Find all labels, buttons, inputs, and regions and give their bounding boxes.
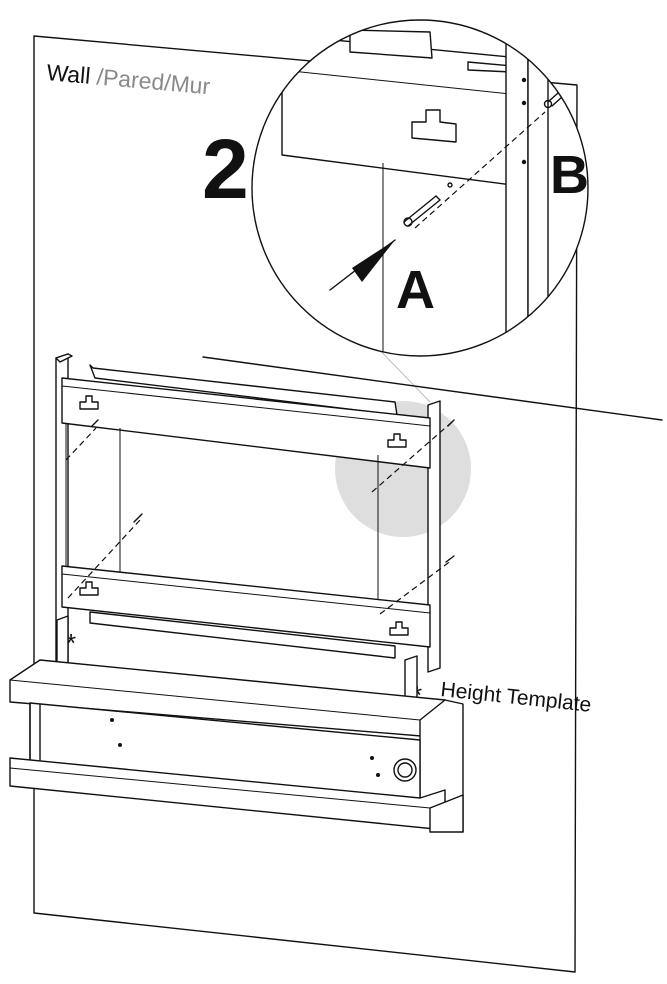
screw-guide-line (379, 559, 453, 615)
wall-reference-line (202, 356, 663, 421)
shelf-bottom-right (429, 794, 464, 833)
drain-hole (393, 758, 417, 782)
step-number: 2 (202, 122, 249, 216)
keyhole-bracket-icon (389, 621, 409, 636)
keyhole-bracket-icon (79, 581, 99, 596)
left-post-face (55, 353, 73, 363)
anchor-screw-icon (403, 195, 441, 227)
callout-a: A (396, 260, 435, 320)
frame-inner-edges (65, 423, 379, 604)
top-rail-back (89, 364, 398, 416)
bottom-rail (61, 565, 431, 648)
keyhole-bracket-icon (79, 395, 99, 410)
anchor-screw-icon (91, 419, 455, 563)
wall-label-alt: /Pared/Mur (89, 63, 211, 99)
screw-guide-line (67, 519, 141, 599)
wall-label-main: Wall (46, 59, 92, 89)
asterisk-icon: * (66, 628, 76, 658)
keyhole-bracket-icon (387, 433, 407, 448)
detail-magnifier: A B (251, 19, 589, 357)
right-post (427, 400, 441, 673)
callout-b: B (550, 145, 589, 205)
wall-label: Wall /Pared/Mur (46, 59, 212, 99)
screw-guide-line (371, 421, 453, 493)
top-rail (61, 377, 431, 469)
arrow-icon (352, 240, 395, 282)
bottom-rail-back (89, 611, 396, 659)
screw-guide-line (65, 427, 97, 461)
